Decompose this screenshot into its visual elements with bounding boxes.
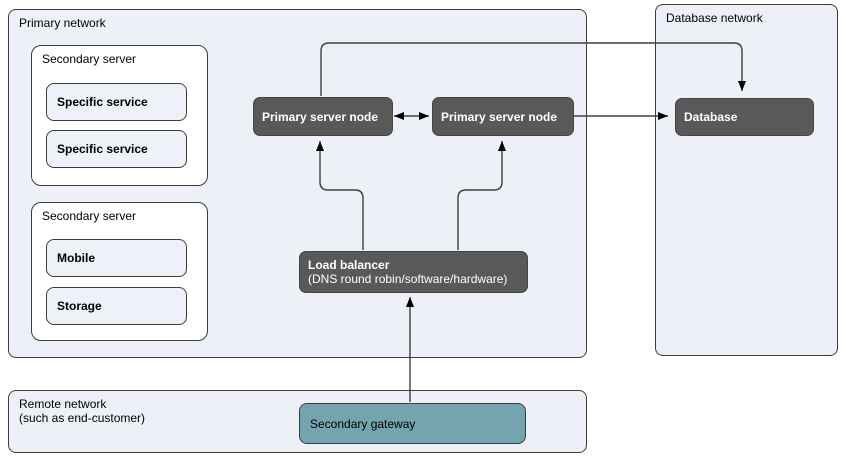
database-node[interactable]: Database [675,98,814,136]
primary-network-container[interactable]: Primary network Secondary server Specifi… [8,9,587,358]
secondary-server-1-label: Secondary server [42,52,137,66]
remote-network-label-line1: Remote network [19,397,107,411]
remote-network-container[interactable]: Remote network (such as end-customer) Se… [8,390,587,453]
specific-service-2-label: Specific service [57,142,148,156]
load-balancer-subtitle: (DNS round robin/software/hardware) [308,272,508,286]
secondary-gateway-label: Secondary gateway [310,416,416,431]
database-network-container[interactable]: Database network Database [655,4,838,356]
secondary-server-group-1[interactable]: Secondary server Specific service Specif… [31,45,208,186]
database-network-label: Database network [666,11,763,25]
remote-network-label-line2: (such as end-customer) [19,411,146,425]
secondary-gateway-node[interactable]: Secondary gateway [299,403,526,444]
specific-service-1-label: Specific service [57,95,148,109]
load-balancer-node[interactable]: Load balancer (DNS round robin/software/… [299,251,528,293]
remote-network-label: Remote network (such as end-customer) [19,397,145,425]
database-node-label: Database [684,110,738,124]
primary-network-label: Primary network [19,16,106,30]
primary-server-node-right-label: Primary server node [441,109,558,124]
primary-server-node-right[interactable]: Primary server node [432,97,574,136]
mobile-label: Mobile [57,251,95,265]
mobile-box[interactable]: Mobile [46,239,187,277]
primary-server-node-left-label: Primary server node [262,109,379,124]
secondary-server-group-2[interactable]: Secondary server Mobile Storage [31,202,208,341]
load-balancer-title: Load balancer [308,258,390,272]
specific-service-box-1[interactable]: Specific service [46,83,187,121]
storage-label: Storage [57,299,102,313]
primary-server-node-left[interactable]: Primary server node [253,97,393,136]
secondary-server-2-label: Secondary server [42,209,137,223]
storage-box[interactable]: Storage [46,287,187,325]
specific-service-box-2[interactable]: Specific service [46,130,187,168]
